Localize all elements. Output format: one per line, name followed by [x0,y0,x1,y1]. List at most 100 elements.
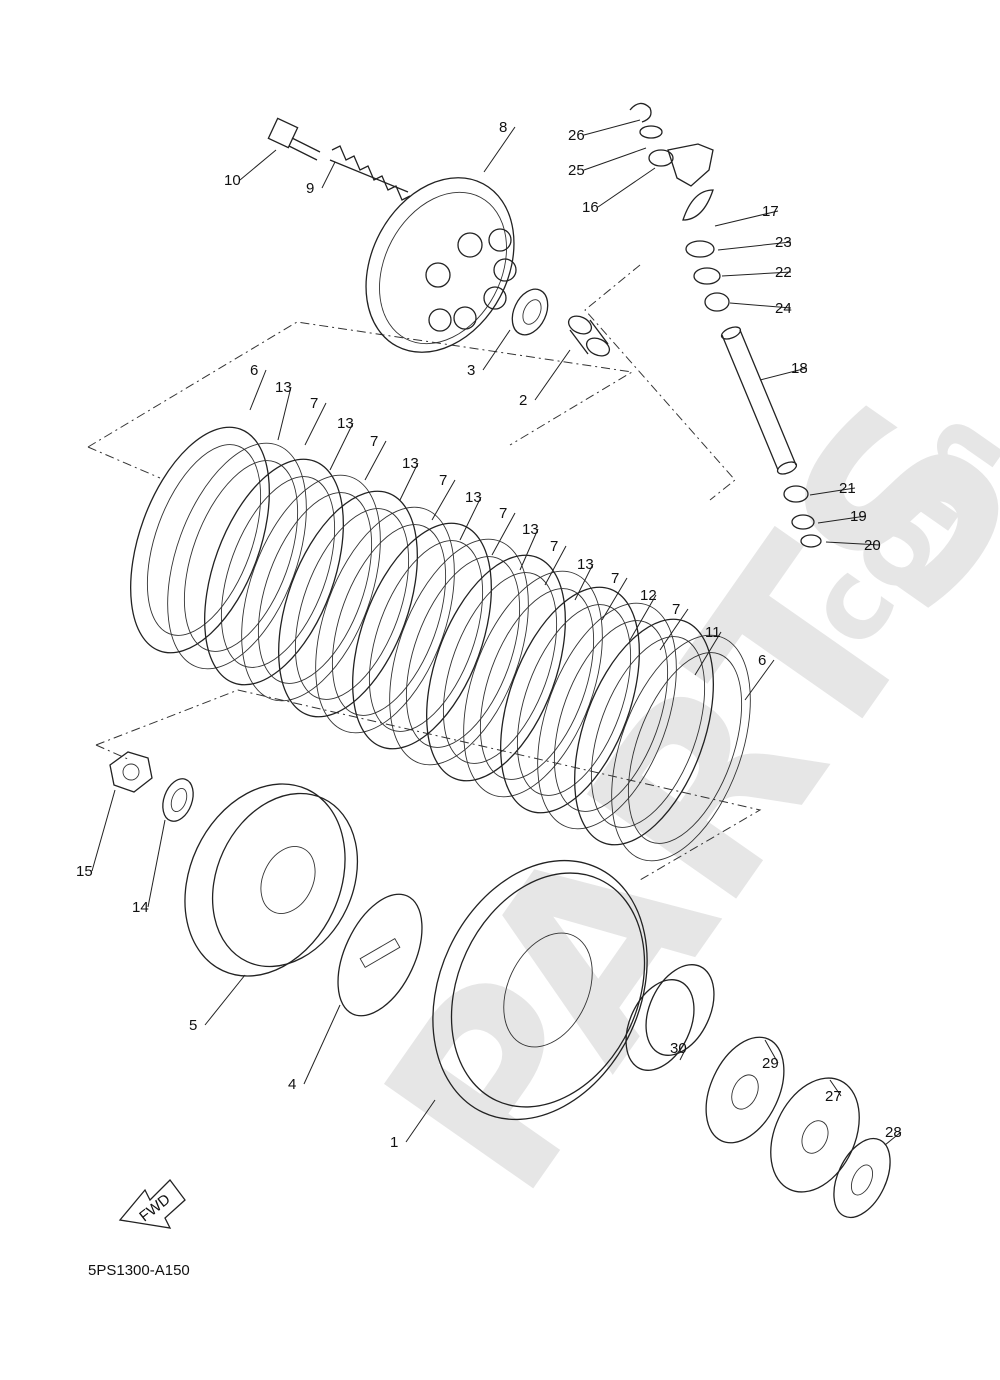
leader-line [583,119,641,136]
leader-line [583,147,647,171]
callout-26: 26 [568,119,641,144]
callout-24: 24 [729,300,792,317]
callout-number: 5 [189,1017,197,1034]
bolt [267,117,321,161]
friction-plate [574,618,714,846]
callout-17: 17 [714,203,779,227]
leader-line [459,496,482,541]
callout-number: 3 [467,362,475,379]
plain-plate [167,442,307,670]
callout-27: 27 [825,1079,842,1105]
pressure-plate [365,177,517,353]
leader-line [482,329,511,371]
plate-inner-ring [590,636,706,828]
callout-18: 18 [759,360,808,381]
leader-line [574,563,594,601]
callout-number: 7 [310,395,318,412]
leader-line [817,515,867,524]
callout-number: 24 [775,300,792,317]
callout-number: 15 [76,863,93,880]
plate-inner-ring [294,508,410,700]
callout-14: 14 [132,819,166,916]
callout-7: 7 [659,601,689,651]
clutch-plate-pack [130,426,751,862]
callout-number: 21 [839,480,856,497]
callout-30: 30 [670,1040,687,1061]
callout-7: 7 [601,570,628,621]
callout-number: 12 [640,587,657,604]
leader-line [147,819,166,908]
callout-number: 7 [370,433,378,450]
callout-number: 25 [568,162,585,179]
callout-7: 7 [431,472,456,521]
callout-number: 28 [885,1124,902,1141]
callout-number: 13 [522,521,539,538]
callout-21: 21 [809,480,856,497]
leader-line [321,161,336,189]
plain-plate [537,602,677,830]
callout-number: 26 [568,127,585,144]
callout-4: 4 [288,1004,341,1093]
callout-12: 12 [629,587,657,641]
leader-line [491,512,516,556]
nut [109,751,153,793]
callout-number: 6 [758,652,766,669]
callout-3: 3 [467,329,511,379]
leader-line [534,349,571,401]
leader-line [601,577,628,621]
callout-20: 20 [825,537,881,554]
leader-line [629,594,657,641]
leader-line [544,545,567,586]
needle-bearing [625,964,715,1071]
callout-number: 7 [439,472,447,489]
push-lever-assembly [629,102,822,548]
plain-plate [315,506,455,734]
leader-line [483,126,516,173]
thrust-washer [770,1077,860,1193]
callout-13: 13 [519,521,539,571]
plate-inner-ring [627,652,743,844]
plain-plate [389,538,529,766]
leader-line [694,631,722,676]
spring [329,145,411,201]
outline-edge [87,446,161,479]
callout-1: 1 [390,1099,436,1151]
fwd-arrow: FWD [118,1179,186,1229]
callout-2: 2 [519,349,571,409]
callout-number: 13 [465,489,482,506]
callout-7: 7 [364,433,387,481]
callout-7: 7 [491,505,516,556]
group-outlines [87,264,762,881]
diagram-code: 5PS1300-A150 [88,1262,190,1279]
plate-inner-ring [183,460,299,652]
leader-line [764,1039,779,1064]
callout-number: 7 [611,570,619,587]
plate-inner-ring [146,444,262,636]
plate-inner-ring [442,572,558,764]
callout-number: 10 [224,172,241,189]
callout-number: 20 [864,537,881,554]
callout-number: 7 [499,505,507,522]
callout-22: 22 [721,264,792,281]
callout-number: 11 [705,624,721,641]
callout-23: 23 [717,234,792,251]
leader-line [431,479,456,521]
callout-7: 7 [544,538,567,586]
plate-pack-outline [95,689,762,881]
callout-16: 16 [582,167,656,216]
callout-13: 13 [574,556,594,601]
callout-15: 15 [76,789,116,880]
friction-plate [278,490,418,718]
pressure-plate-outline [87,321,634,448]
plain-washer [833,1137,891,1219]
callout-10: 10 [224,149,277,189]
leader-line [884,1131,902,1146]
callout-9: 9 [306,161,336,197]
plain-plate [241,474,381,702]
callout-number: 7 [550,538,558,555]
primary-driven-gear [432,859,648,1121]
leader-line [303,1004,341,1085]
callout-number: 13 [337,415,354,432]
leader-line [759,367,808,381]
